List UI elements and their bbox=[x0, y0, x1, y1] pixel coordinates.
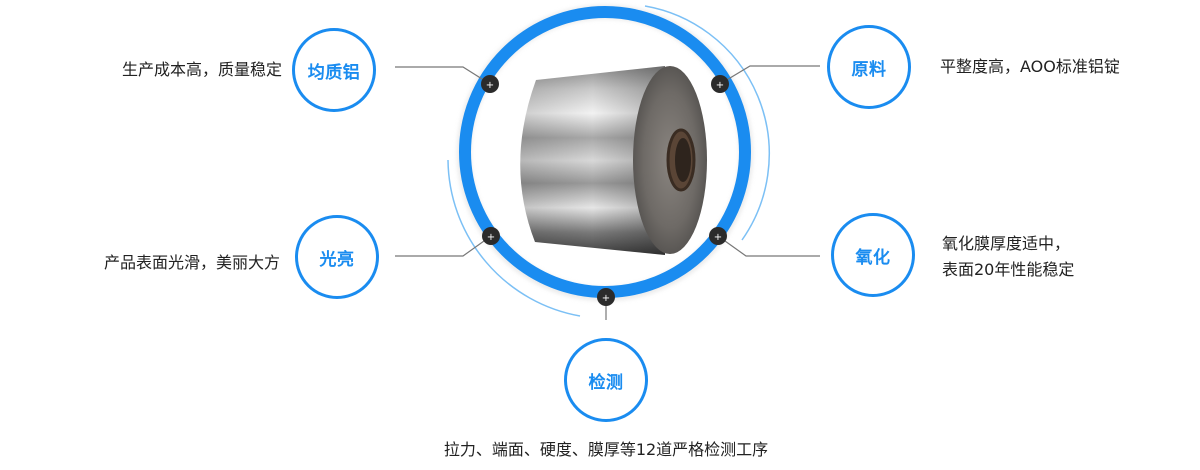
feature-description-raw-material: 平整度高，AOO标准铝锭 bbox=[940, 57, 1120, 76]
feature-badge-oxidation: 氧化 bbox=[831, 213, 915, 297]
feature-label: 光亮 bbox=[319, 249, 355, 270]
hotspot-glossy: + bbox=[482, 227, 500, 245]
svg-text:+: + bbox=[714, 232, 722, 243]
feature-description-glossy: 产品表面光滑，美丽大方 bbox=[103, 253, 280, 272]
feature-badge-uniform-aluminum: 均质铝 bbox=[292, 28, 376, 112]
hotspot-oxidation: + bbox=[709, 227, 727, 245]
feature-label: 检测 bbox=[588, 372, 624, 393]
hotspot-inspection: + bbox=[597, 288, 615, 306]
feature-description-uniform-aluminum: 生产成本高，质量稳定 bbox=[121, 60, 282, 79]
connector-lines bbox=[395, 65, 820, 320]
feature-label: 原料 bbox=[851, 59, 887, 80]
connector-glossy bbox=[395, 235, 492, 257]
aluminum-coil-image bbox=[520, 66, 707, 255]
hotspot-uniform-aluminum: + bbox=[481, 75, 499, 93]
feature-description-line: 氧化膜厚度适中， bbox=[942, 234, 1071, 253]
feature-description-oxidation: 氧化膜厚度适中， 表面20年性能稳定 bbox=[942, 231, 1074, 283]
feature-description-line: 表面20年性能稳定 bbox=[942, 260, 1075, 279]
feature-badge-raw-material: 原料 bbox=[827, 25, 911, 109]
svg-text:+: + bbox=[487, 232, 495, 243]
feature-badge-glossy: 光亮 bbox=[295, 215, 379, 299]
feature-label: 均质铝 bbox=[307, 62, 361, 83]
decorative-arcs bbox=[447, 5, 771, 317]
hotspot-raw-material: + bbox=[711, 75, 729, 93]
connector-uniform-aluminum bbox=[395, 66, 491, 85]
feature-label: 氧化 bbox=[855, 247, 891, 268]
connector-raw-material bbox=[719, 65, 820, 85]
feature-badge-inspection: 检测 bbox=[564, 338, 648, 422]
feature-description-inspection: 拉力、端面、硬度、膜厚等12道严格检测工序 bbox=[443, 440, 769, 459]
hotspot-dots: + + + + + bbox=[481, 75, 729, 306]
svg-text:+: + bbox=[486, 80, 494, 91]
svg-text:+: + bbox=[602, 293, 610, 304]
svg-text:+: + bbox=[716, 80, 724, 91]
connector-oxidation bbox=[717, 235, 820, 257]
